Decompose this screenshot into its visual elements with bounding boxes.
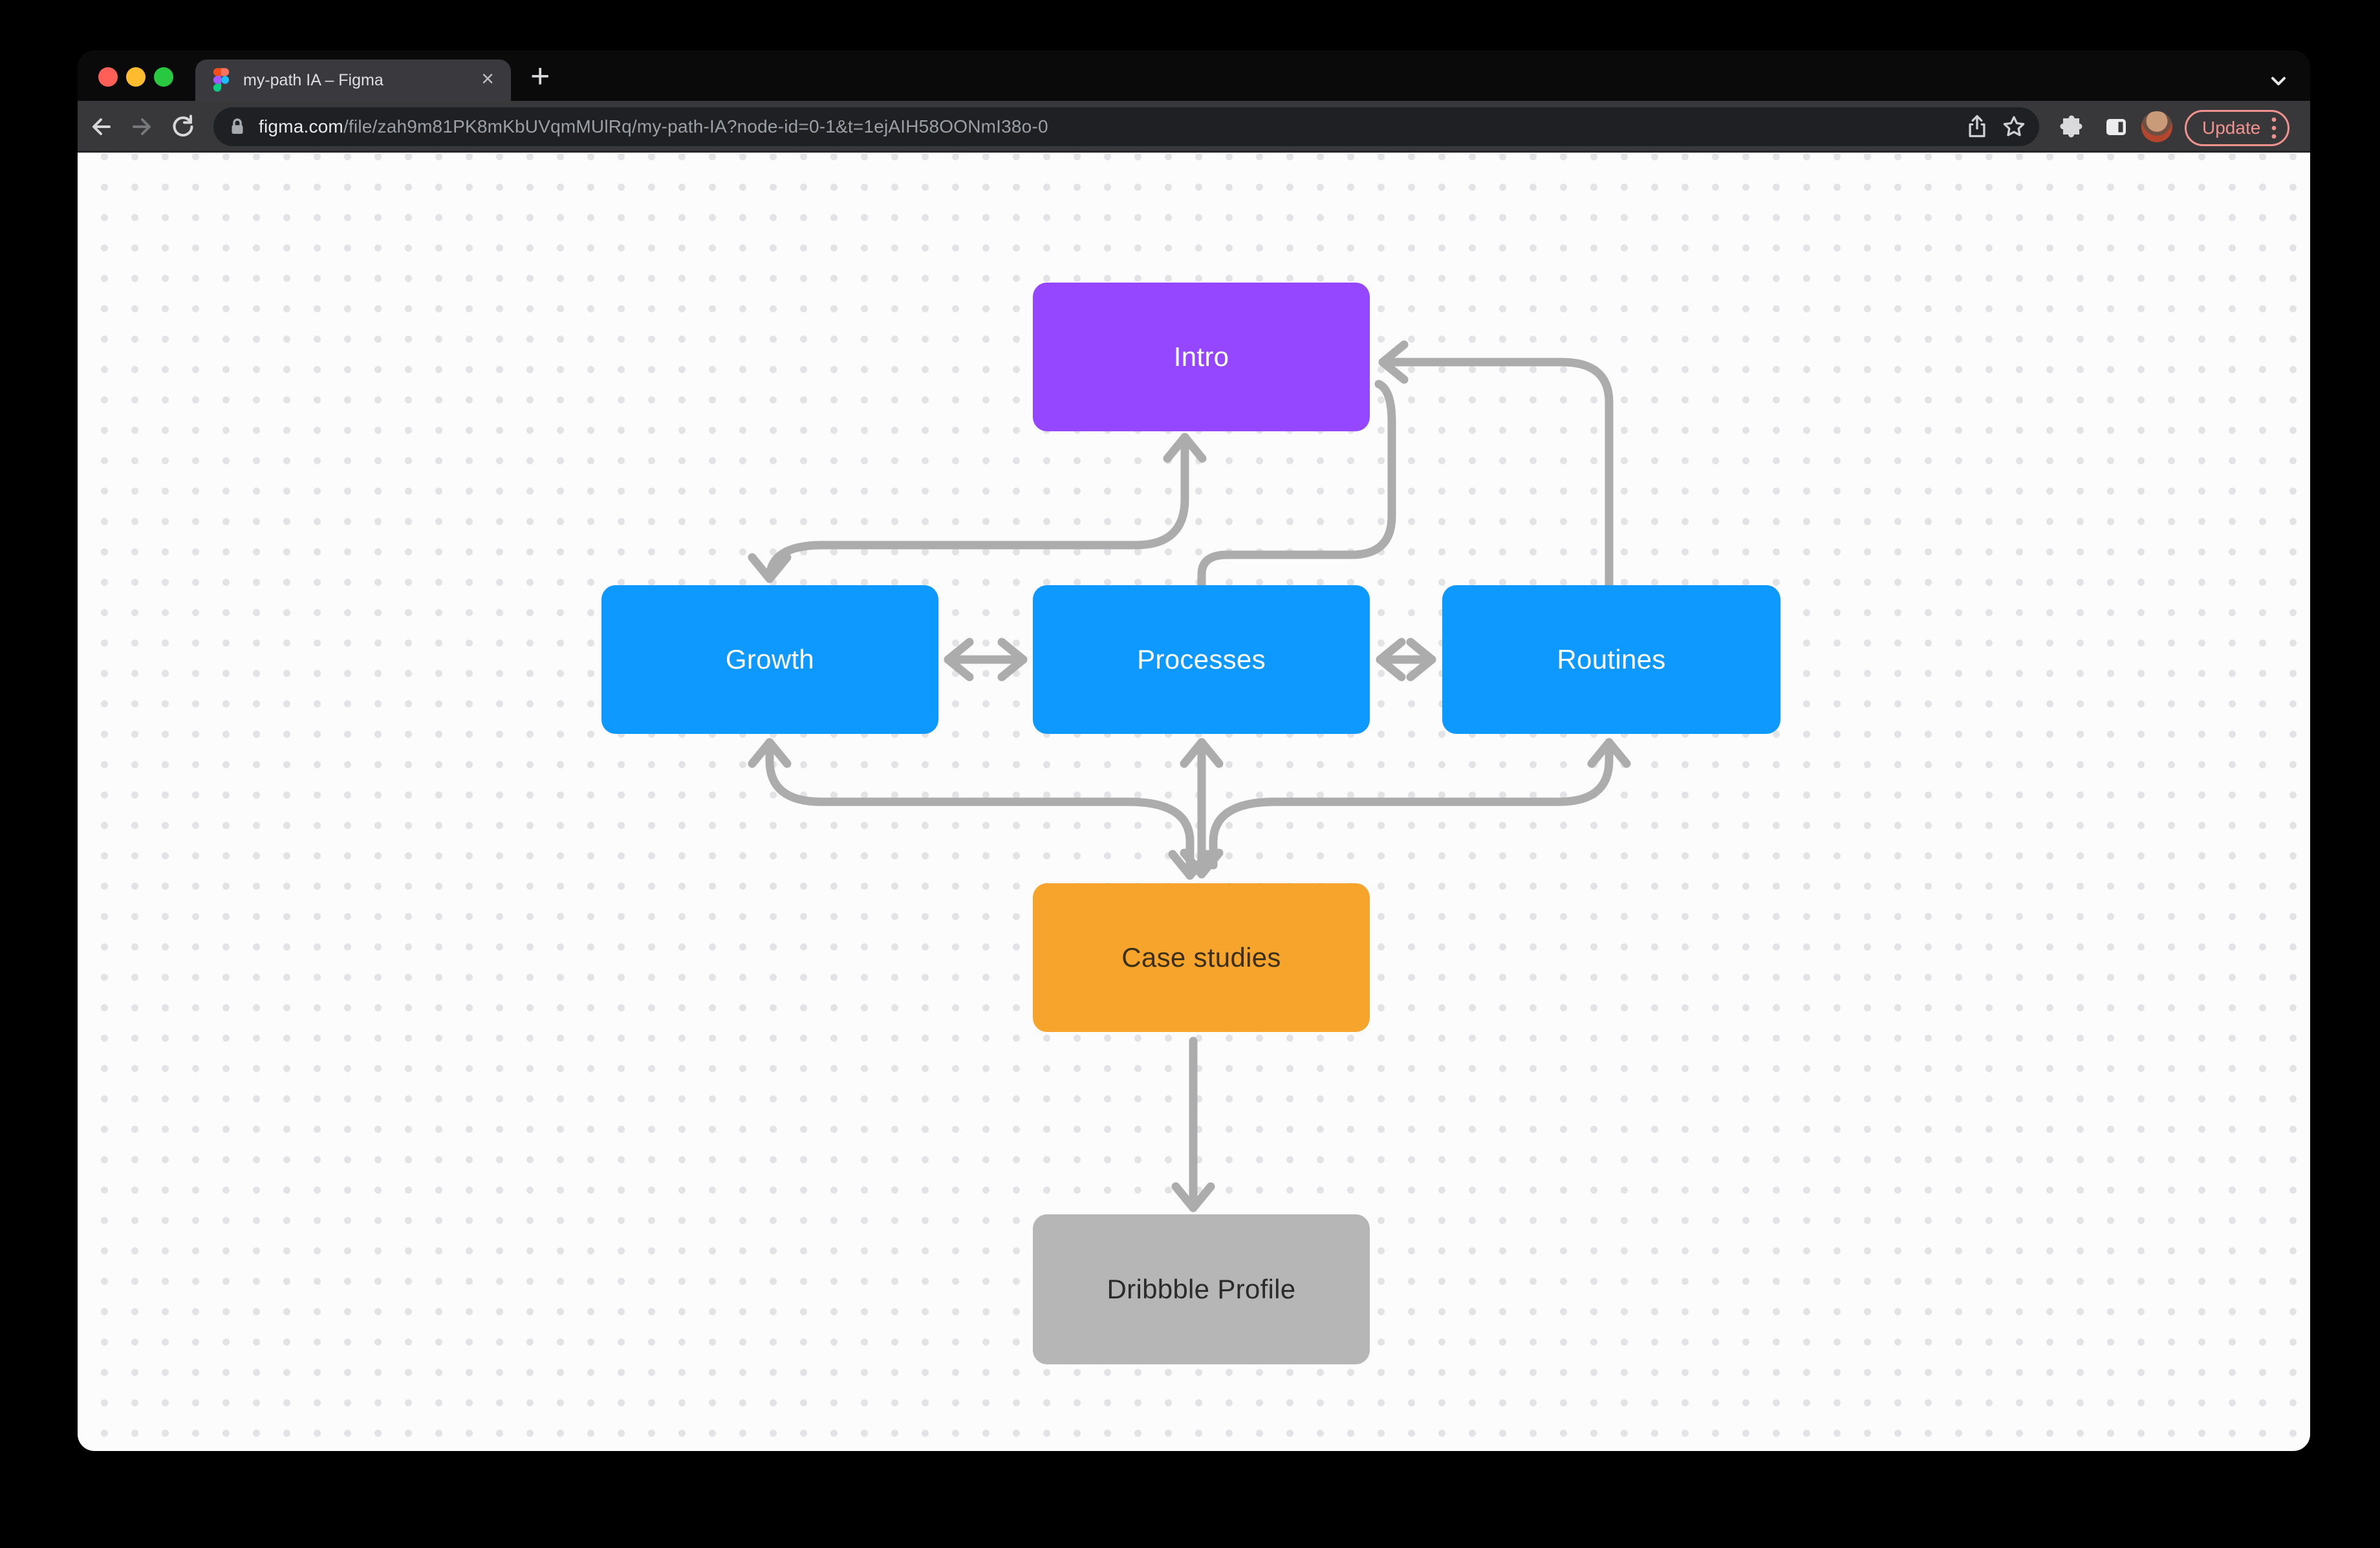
node-processes[interactable]: Processes	[1033, 585, 1370, 734]
node-dribbble-profile-label: Dribbble Profile	[1107, 1274, 1296, 1304]
node-growth-label: Growth	[725, 644, 815, 674]
tab-strip: my-path IA – Figma × +	[78, 50, 2310, 101]
connector-layer	[748, 340, 1631, 1212]
node-case-studies-label: Case studies	[1121, 942, 1281, 973]
arrowhead-up-routines	[1587, 738, 1631, 768]
node-routines[interactable]: Routines	[1442, 585, 1780, 734]
arrowhead-down-case-1	[1168, 850, 1212, 880]
arrowhead-up-growth	[748, 738, 792, 768]
url-domain: figma.com	[259, 116, 343, 136]
lock-icon	[232, 118, 243, 134]
share-icon[interactable]	[1964, 114, 1990, 140]
forward-icon[interactable]	[127, 113, 156, 141]
arrowhead-left-growth-processes	[944, 638, 974, 682]
arrowhead-left-intro	[1378, 340, 1409, 384]
arrowhead-up-intro	[1163, 433, 1207, 463]
arrowhead-down-case-2	[1180, 848, 1224, 879]
node-dribbble-profile[interactable]: Dribbble Profile	[1033, 1214, 1370, 1364]
minimize-window-button[interactable]	[126, 67, 146, 87]
node-intro-label: Intro	[1173, 341, 1229, 372]
node-growth[interactable]: Growth	[601, 585, 938, 734]
figma-favicon-icon	[213, 68, 230, 92]
node-processes-label: Processes	[1137, 644, 1266, 674]
url-bar[interactable]: figma.com/file/zah9m81PK8mKbUVqmMUlRq/my…	[213, 107, 2039, 146]
extensions-puzzle-icon[interactable]	[2057, 113, 2086, 141]
tab-my-path-ia[interactable]: my-path IA – Figma ×	[195, 59, 511, 101]
url-text: figma.com/file/zah9m81PK8mKbUVqmMUlRq/my…	[259, 116, 1954, 137]
chevron-down-icon[interactable]	[2267, 74, 2289, 89]
arrowhead-right-growth-processes	[997, 638, 1028, 682]
edge-routines-case	[1209, 738, 1614, 870]
arrowhead-left-processes-routines	[1376, 638, 1406, 682]
arrowhead-right-processes-routines	[1406, 638, 1436, 682]
profile-avatar[interactable]	[2141, 111, 2172, 142]
reload-icon[interactable]	[169, 113, 197, 141]
url-path: /file/zah9m81PK8mKbUVqmMUlRq/my-path-IA?…	[343, 116, 1048, 136]
node-case-studies[interactable]: Case studies	[1033, 883, 1370, 1032]
tab-close-icon[interactable]: ×	[481, 67, 494, 91]
close-window-button[interactable]	[98, 67, 118, 87]
edge-intro-growth	[765, 433, 1189, 583]
node-routines-label: Routines	[1557, 644, 1666, 674]
arrowhead-down-growth	[748, 553, 792, 583]
edge-processes-intro	[1197, 380, 1396, 590]
node-intro[interactable]: Intro	[1033, 283, 1370, 431]
figma-canvas[interactable]: Intro Growth Processes Routines Case stu…	[78, 153, 2310, 1451]
edge-routines-intro	[1378, 358, 1614, 590]
new-tab-button[interactable]: +	[530, 58, 550, 95]
back-icon[interactable]	[87, 113, 116, 141]
update-button[interactable]: Update	[2185, 110, 2290, 146]
browser-window: my-path IA – Figma × + figma.com/file/za…	[78, 50, 2310, 1451]
fullscreen-window-button[interactable]	[154, 67, 173, 87]
more-vertical-icon	[2271, 117, 2277, 139]
side-panel-icon[interactable]	[2102, 113, 2130, 141]
arrowhead-up-processes	[1180, 738, 1224, 768]
update-label: Update	[2202, 118, 2261, 138]
bookmark-star-icon[interactable]	[2000, 113, 2028, 140]
edge-growth-case	[765, 738, 1195, 880]
arrowhead-down-dribbble	[1171, 1182, 1215, 1212]
tab-title: my-path IA – Figma	[243, 70, 384, 89]
